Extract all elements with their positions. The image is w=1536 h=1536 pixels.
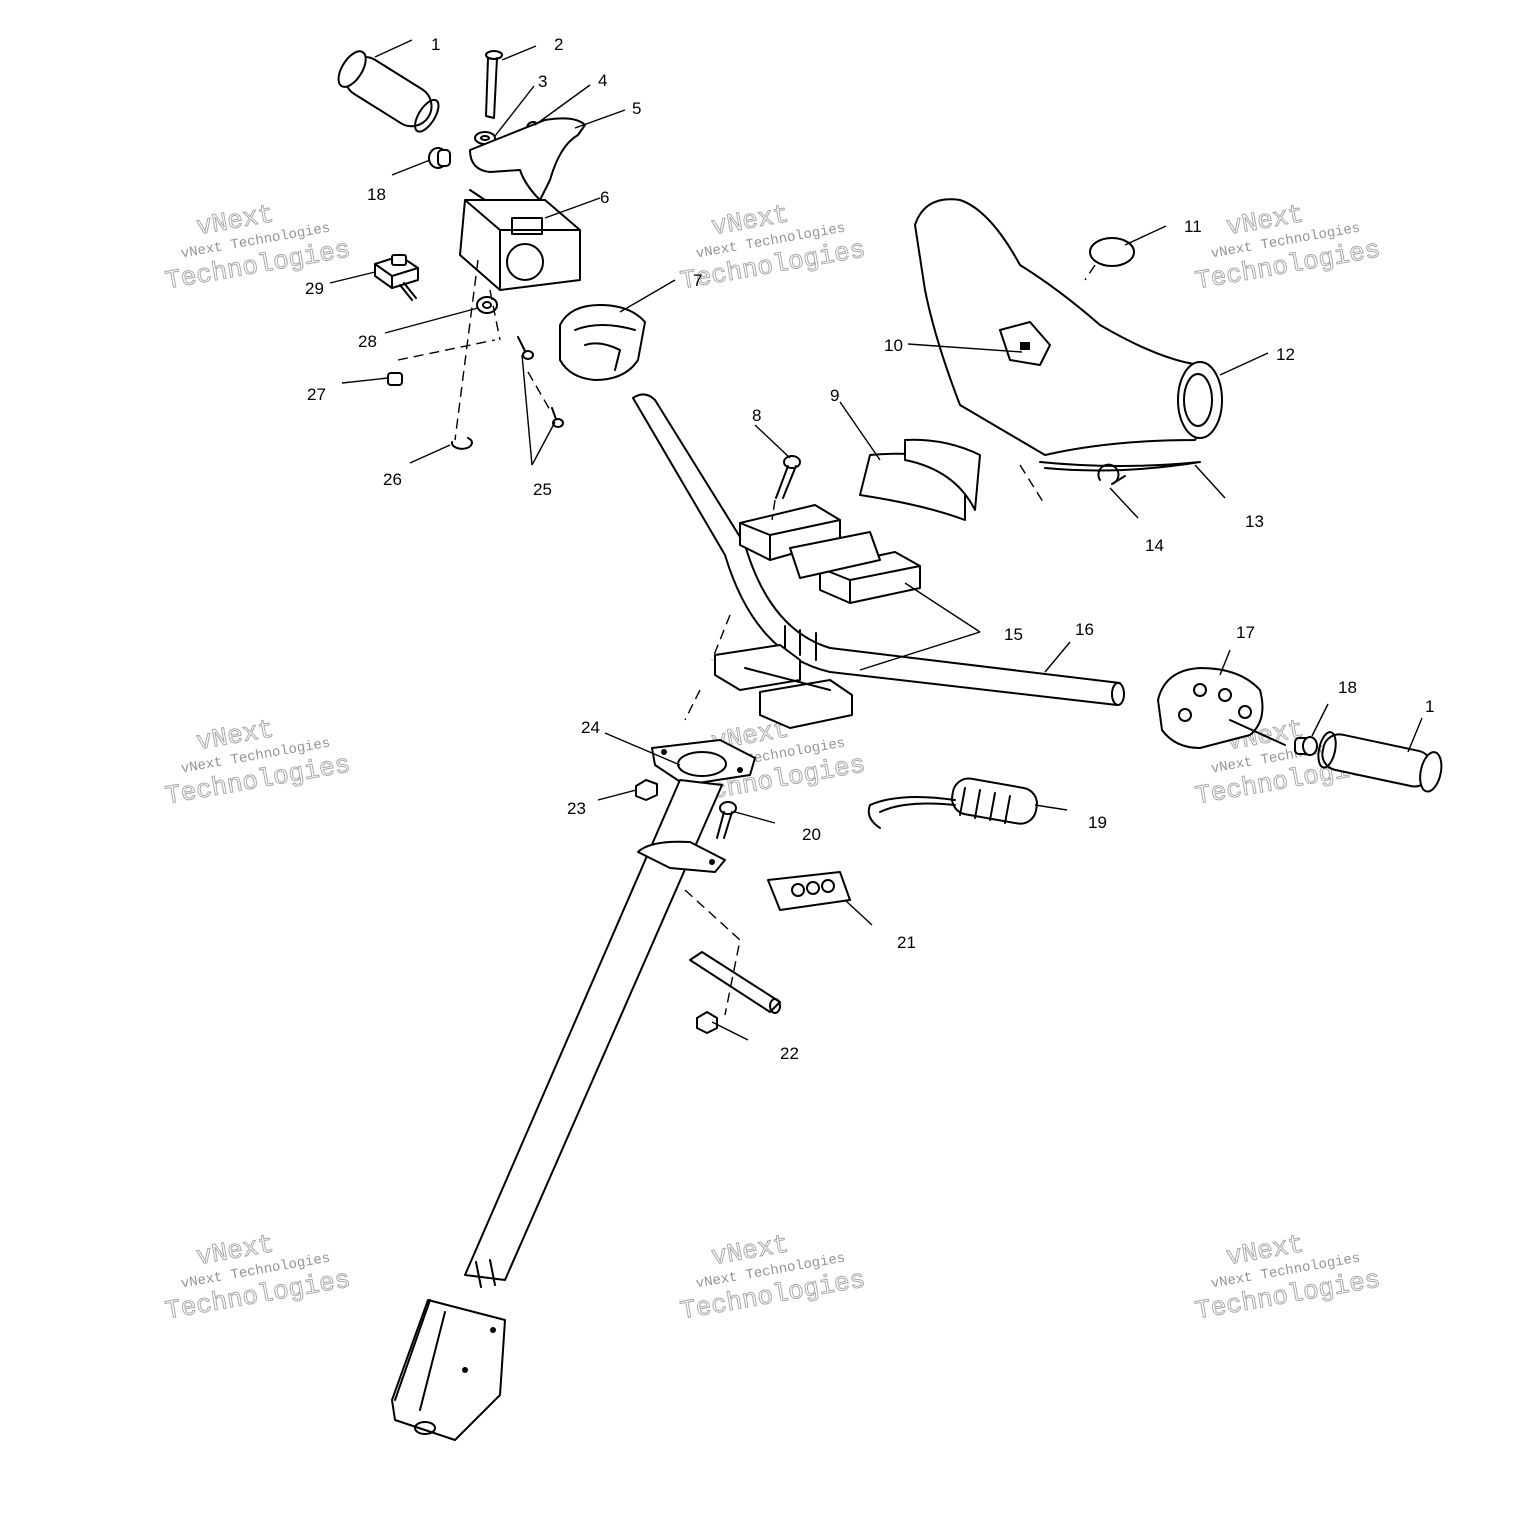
part-15-upper-clamp: [739, 504, 921, 604]
part-1-grip-left: [337, 50, 440, 133]
callout-6: 6: [600, 188, 609, 207]
part-lower-clamp: [714, 644, 853, 729]
callout-3: 3: [538, 72, 547, 91]
part-12-handlebar-pad: [914, 198, 1223, 456]
part-24-steering-plate: [651, 739, 756, 786]
callout-16: 16: [1075, 620, 1094, 639]
part-13-strap: [1039, 461, 1201, 472]
part-2-pin: [485, 50, 503, 119]
part-28-bushing: [476, 296, 498, 314]
part-27-nut: [387, 372, 403, 386]
part-11-pad-cap: [1089, 237, 1135, 267]
part-9-cover: [859, 438, 981, 521]
part-21-bracket: [767, 871, 851, 911]
callout-8: 8: [752, 406, 761, 425]
part-6-throttle-housing: [459, 189, 581, 291]
callout-21: 21: [897, 933, 916, 952]
callout-5: 5: [632, 99, 641, 118]
part-16-handlebar: [632, 393, 1125, 706]
part-1-grip-right: [1317, 731, 1443, 793]
callout-labels: 1 2 3 4 5 6 7 8 9 10 11 12 13 14 15 16 1…: [305, 35, 1434, 1063]
callout-1-left: 1: [431, 35, 440, 54]
callout-9: 9: [830, 386, 839, 405]
callout-23: 23: [567, 799, 586, 818]
callout-11: 11: [1184, 217, 1202, 236]
callout-1-right: 1: [1425, 697, 1434, 716]
part-18-end-plug-right: [1294, 736, 1318, 756]
callout-19: 19: [1088, 813, 1107, 832]
part-20-screw: [716, 801, 737, 839]
callout-13: 13: [1245, 512, 1264, 531]
part-18-end-plug-left: [428, 147, 451, 169]
callout-25: 25: [533, 480, 552, 499]
callout-7: 7: [693, 271, 702, 290]
part-22-rod-and-nut: [689, 951, 781, 1034]
callout-2: 2: [554, 35, 563, 54]
part-23-nut: [635, 779, 658, 801]
callout-18-right: 18: [1338, 678, 1357, 697]
callout-20: 20: [802, 825, 821, 844]
callout-10: 10: [884, 336, 903, 355]
callout-17: 17: [1236, 623, 1255, 642]
part-26-eclip: [450, 437, 473, 450]
part-8-bolt: [775, 455, 801, 499]
part-14-clip: [1097, 463, 1126, 485]
callout-4: 4: [598, 71, 607, 90]
callout-27: 27: [307, 385, 326, 404]
callout-leader-lines: [329, 39, 1423, 1041]
callout-15: 15: [1004, 625, 1023, 644]
part-steering-column: [391, 779, 726, 1441]
part-5-throttle-lever: [469, 117, 586, 201]
part-17-switch-housing-right: [1157, 667, 1286, 749]
assembly-guide-lines: [397, 259, 1096, 1016]
callout-29: 29: [305, 279, 324, 298]
callout-22: 22: [780, 1044, 799, 1063]
callout-18-left: 18: [367, 185, 386, 204]
part-29-switch: [374, 254, 419, 301]
callout-14: 14: [1145, 536, 1164, 555]
part-25-screws: [517, 336, 564, 428]
part-7-housing-ring: [559, 304, 646, 381]
callout-28: 28: [358, 332, 377, 351]
callout-12: 12: [1276, 345, 1295, 364]
callout-24: 24: [581, 718, 600, 737]
callout-26: 26: [383, 470, 402, 489]
part-19-grip-heater: [867, 777, 1038, 829]
